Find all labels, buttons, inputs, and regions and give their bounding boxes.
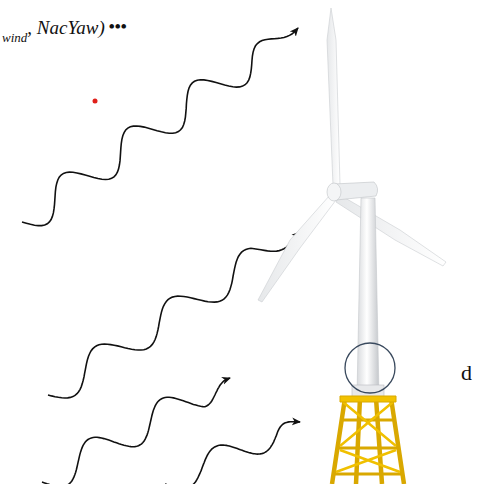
rotor bbox=[258, 8, 446, 302]
jacket-foundation bbox=[332, 396, 404, 484]
subscript-text: wind bbox=[2, 30, 27, 46]
tower bbox=[357, 198, 379, 395]
detail-circle bbox=[345, 343, 395, 393]
wind-waves bbox=[22, 28, 300, 484]
formula-text: , NacYaw) bbox=[27, 17, 104, 39]
wind-wave-arrow bbox=[48, 232, 300, 398]
wind-wave-arrow bbox=[165, 422, 300, 484]
diameter-label: d bbox=[461, 360, 472, 386]
ellipsis: ••• bbox=[109, 17, 127, 37]
wind-wave-arrow bbox=[22, 28, 298, 226]
hub bbox=[327, 183, 341, 201]
red-dot bbox=[93, 99, 98, 104]
